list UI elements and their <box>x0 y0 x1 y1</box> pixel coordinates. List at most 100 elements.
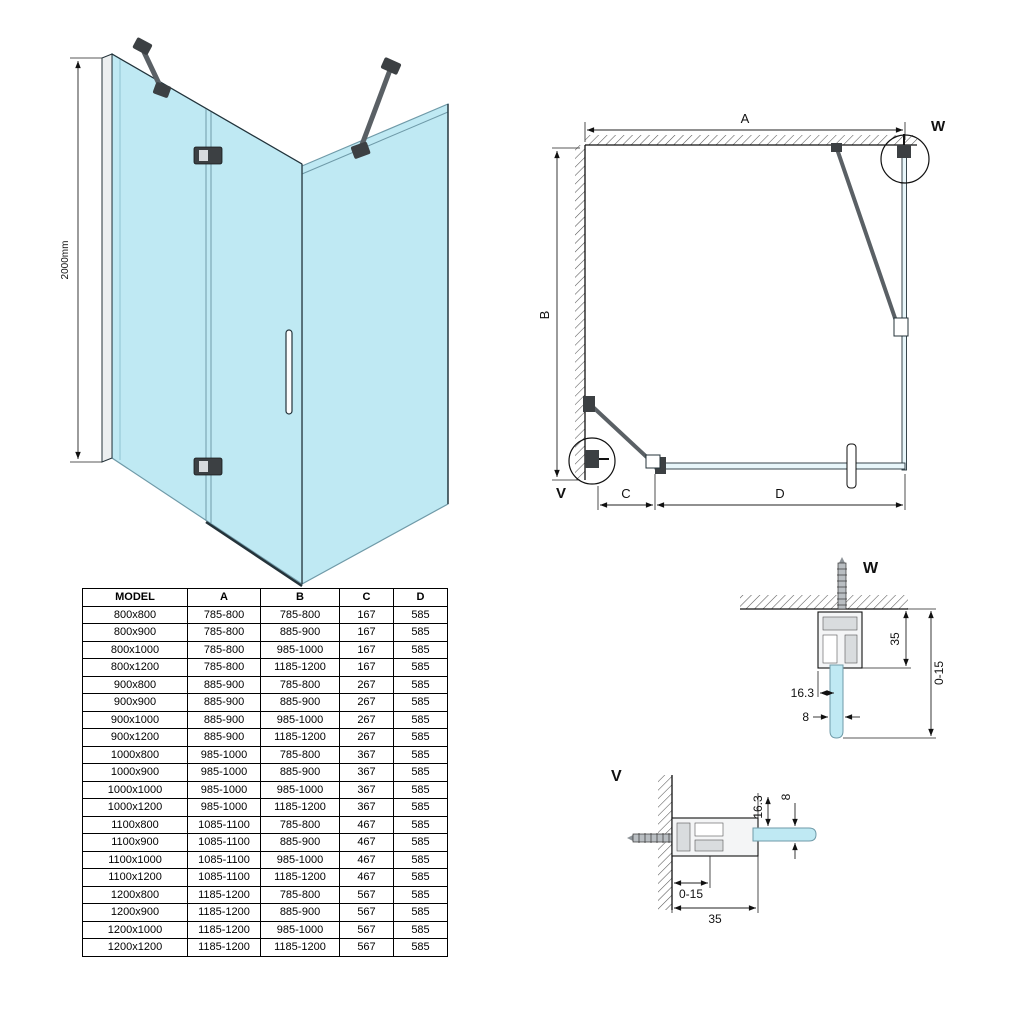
dimension-v-glass-label: 8 <box>779 793 793 800</box>
dimension-cell: 1185-1200 <box>187 885 261 904</box>
dimension-w-profile-label: 35 <box>888 632 902 646</box>
dimension-cell: 367 <box>339 798 394 817</box>
dimension-cell: 985-1000 <box>187 763 261 782</box>
dimension-cell: 785-800 <box>187 658 261 677</box>
dimension-cell: 585 <box>393 640 448 659</box>
dimension-v-offset-label: 16.3 <box>751 795 765 819</box>
model-cell: 1000x1200 <box>82 798 188 817</box>
dimension-cell: 585 <box>393 605 448 624</box>
mounting-screw-w <box>837 557 847 610</box>
dimension-cell: 785-800 <box>260 815 340 834</box>
column-header: A <box>187 588 261 607</box>
callout-w: W <box>880 118 946 184</box>
height-dimension-label: 2000mm <box>60 241 71 280</box>
dimension-cell: 1185-1200 <box>260 868 340 887</box>
height-dimension: 2000mm <box>60 57 102 463</box>
door-handle <box>285 329 293 415</box>
dimension-cell: 885-900 <box>187 728 261 747</box>
dimension-cell: 585 <box>393 623 448 642</box>
dimension-cell: 585 <box>393 693 448 712</box>
profile-v <box>671 817 759 857</box>
detail-views: W <box>611 557 946 926</box>
dimension-cell: 785-800 <box>260 885 340 904</box>
wall-left <box>575 145 586 480</box>
model-cell: 900x1000 <box>82 710 188 729</box>
model-cell: 800x800 <box>82 605 188 624</box>
dimension-cell: 885-900 <box>260 693 340 712</box>
wall-hatch-v <box>658 775 673 910</box>
dimension-cell: 467 <box>339 815 394 834</box>
dimension-v-glass: 8 <box>779 793 798 859</box>
dimension-cell: 585 <box>393 920 448 939</box>
dimension-a-label: A <box>741 111 750 126</box>
model-cell: 1100x900 <box>82 833 188 852</box>
dimension-cell: 167 <box>339 658 394 677</box>
glass-v <box>752 827 817 842</box>
left-support-bar <box>132 37 172 98</box>
dimension-cell: 467 <box>339 868 394 887</box>
dimension-cell: 1085-1100 <box>187 815 261 834</box>
dimension-cell: 785-800 <box>260 605 340 624</box>
dimension-cell: 567 <box>339 920 394 939</box>
dimension-cell: 367 <box>339 780 394 799</box>
dimension-cell: 885-900 <box>187 675 261 694</box>
dimension-cell: 1085-1100 <box>187 868 261 887</box>
dimension-v-profile: 35 <box>671 856 759 926</box>
dimension-cell: 985-1000 <box>187 745 261 764</box>
door-hinge-bottom <box>193 457 223 476</box>
dimension-v-adjust: 0-15 <box>674 856 711 901</box>
dimension-c: C <box>597 474 656 510</box>
dimension-cell: 1185-1200 <box>187 938 261 957</box>
dimension-cell: 585 <box>393 938 448 957</box>
dimension-cell: 985-1000 <box>187 780 261 799</box>
dimension-cell: 585 <box>393 815 448 834</box>
dimension-cell: 1185-1200 <box>260 658 340 677</box>
model-cell: 1100x800 <box>82 815 188 834</box>
dimension-cell: 367 <box>339 745 394 764</box>
dimension-b: B <box>537 147 580 481</box>
column-header: B <box>260 588 340 607</box>
wall-profile-left <box>101 53 113 463</box>
model-cell: 800x1200 <box>82 658 188 677</box>
dimension-cell: 885-900 <box>260 763 340 782</box>
dimension-cell: 167 <box>339 623 394 642</box>
dimension-cell: 985-1000 <box>260 850 340 869</box>
dimension-cell: 1185-1200 <box>260 728 340 747</box>
model-cell: 1200x1000 <box>82 920 188 939</box>
dimension-d-label: D <box>775 486 784 501</box>
side-panel-plan <box>897 134 911 471</box>
isometric-view: 2000mm <box>60 37 449 588</box>
dimension-cell: 585 <box>393 850 448 869</box>
dimension-cell: 585 <box>393 868 448 887</box>
column-header: D <box>393 588 448 607</box>
dimension-c-label: C <box>621 486 630 501</box>
dimension-cell: 585 <box>393 658 448 677</box>
dimension-cell: 985-1000 <box>187 798 261 817</box>
dimension-cell: 785-800 <box>260 675 340 694</box>
dimension-cell: 567 <box>339 885 394 904</box>
detail-v: V <box>611 768 817 926</box>
dimension-cell: 985-1000 <box>260 640 340 659</box>
callout-w-label: W <box>931 118 946 135</box>
dimension-cell: 985-1000 <box>260 920 340 939</box>
dimension-cell: 785-800 <box>187 640 261 659</box>
right-support-bar-plan <box>831 143 909 337</box>
dimension-cell: 567 <box>339 903 394 922</box>
model-cell: 1200x800 <box>82 885 188 904</box>
dimension-cell: 585 <box>393 728 448 747</box>
dimension-cell: 585 <box>393 710 448 729</box>
